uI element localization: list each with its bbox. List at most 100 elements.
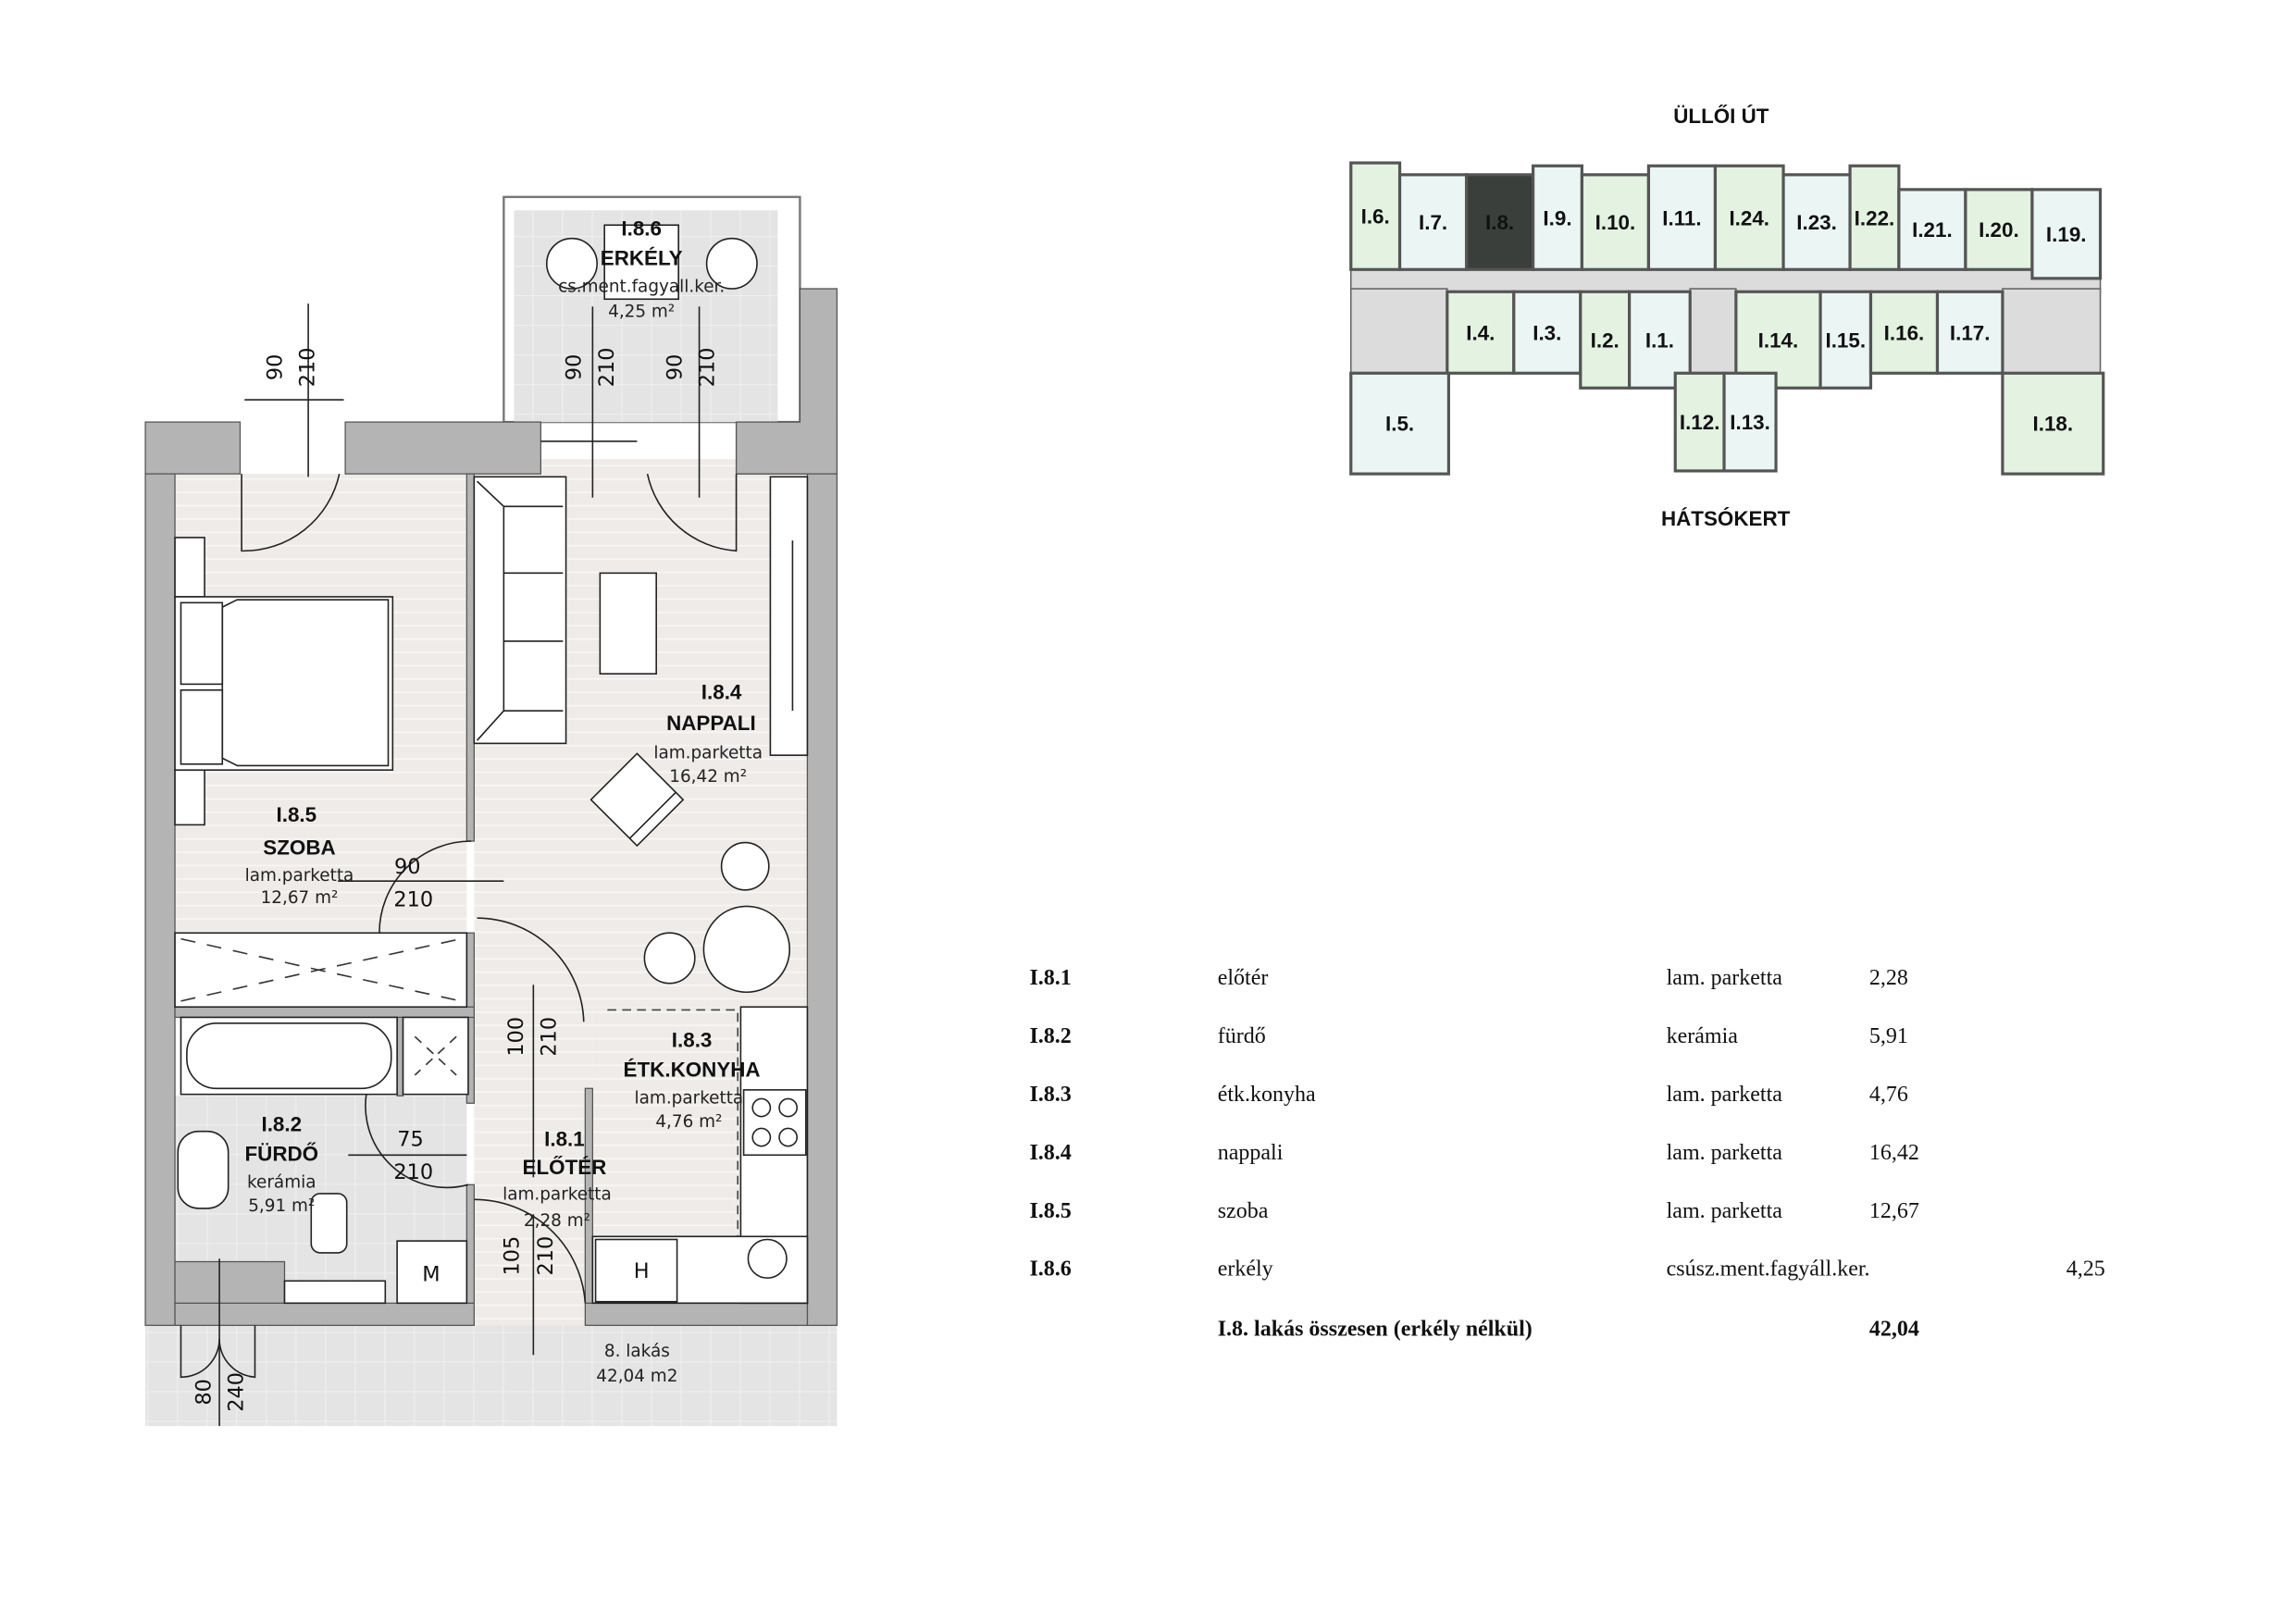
key-unit-label: I.2. xyxy=(1591,328,1620,352)
key-unit-box xyxy=(1446,290,1516,375)
svg-text:lam.parketta: lam.parketta xyxy=(635,1088,744,1108)
bath-shelf xyxy=(283,1280,387,1305)
door-swing-bedroom xyxy=(379,840,472,934)
key-unit-i-17: I.17. xyxy=(1935,290,2004,375)
key-unit-box xyxy=(1848,164,1901,271)
key-unit-box xyxy=(2030,188,2103,280)
dim-height: 210 xyxy=(393,887,433,911)
key-unit-box xyxy=(1781,173,1852,271)
cell-id: I.8.6 xyxy=(1029,1258,1071,1282)
wall-top-left xyxy=(144,421,242,475)
key-unit-box xyxy=(1349,371,1450,476)
key-unit-label: I.15. xyxy=(1825,328,1866,352)
cell-area: 16,42 xyxy=(1869,1141,1919,1165)
cell-name: előtér xyxy=(1218,966,1269,990)
svg-text:ERKÉLY: ERKÉLY xyxy=(601,246,683,269)
key-unit-box xyxy=(1897,188,1967,271)
svg-text:SZOBA: SZOBA xyxy=(263,836,335,859)
svg-text:FÜRDŐ: FÜRDŐ xyxy=(244,1143,318,1166)
chair xyxy=(720,841,770,891)
key-unit-label: I.9. xyxy=(1543,206,1571,229)
key-unit-label: I.22. xyxy=(1855,206,1895,229)
dim-width: 100 xyxy=(504,1017,528,1057)
room-label-kitchen: I.8.3 ÉTK.KONYHA lam.parketta 4,76 m² xyxy=(624,1028,761,1131)
key-unit-label: I.3. xyxy=(1533,321,1561,344)
dining-table xyxy=(702,905,791,994)
svg-text:I.8.2: I.8.2 xyxy=(261,1113,302,1136)
key-unit-label: I.19. xyxy=(2046,223,2087,246)
key-unit-box xyxy=(1531,164,1584,271)
key-unit-label: I.11. xyxy=(1662,206,1701,229)
cell-id: I.8.2 xyxy=(1029,1024,1071,1048)
key-unit-i-15: I.15. xyxy=(1818,290,1873,390)
key-unit-box xyxy=(1349,161,1402,271)
key-unit-i-7: I.7. xyxy=(1397,173,1469,271)
svg-text:16,42 m²: 16,42 m² xyxy=(669,767,747,787)
dim-height: 210 xyxy=(537,1017,561,1057)
key-unit-box xyxy=(1628,290,1692,390)
door-swing-living xyxy=(477,917,585,1022)
washing-machine-label: M xyxy=(422,1262,440,1286)
key-unit-i-4: I.4. xyxy=(1446,290,1516,375)
pillow xyxy=(180,601,224,686)
cell-name: nappali xyxy=(1218,1141,1284,1165)
key-unit-i-14: I.14. xyxy=(1734,290,1822,390)
key-unit-label: I.8. xyxy=(1485,211,1514,234)
street-bottom-label: HÁTSÓKERT xyxy=(1661,507,1791,530)
svg-text:ÉTK.KONYHA: ÉTK.KONYHA xyxy=(624,1058,761,1081)
svg-text:I.8.1: I.8.1 xyxy=(544,1128,585,1151)
wall-right xyxy=(806,473,838,1326)
key-unit-box xyxy=(1713,164,1785,271)
apartment-name: 8. lakás xyxy=(604,1342,670,1361)
nightstand xyxy=(174,537,205,598)
floor-kitchen xyxy=(592,1007,741,1237)
room-label-balcony: I.8.6 ERKÉLY cs.ment.fagyall.ker. 4,25 m… xyxy=(558,217,725,321)
duvet xyxy=(221,599,390,767)
bathtub-basin xyxy=(186,1022,392,1090)
toilet xyxy=(310,1193,348,1254)
key-unit-label: I.7. xyxy=(1419,211,1447,234)
key-unit-box xyxy=(1964,188,2034,271)
key-unit-label: I.14. xyxy=(1758,328,1799,352)
key-unit-i-9: I.9. xyxy=(1531,164,1584,271)
cell-area: 12,67 xyxy=(1869,1199,1919,1223)
key-unit-i-12: I.12. xyxy=(1673,371,1726,473)
coffee-table xyxy=(599,572,657,675)
dim-height: 210 xyxy=(534,1236,558,1276)
dim-height: 210 xyxy=(696,348,720,388)
cell-floor: kerámia xyxy=(1667,1024,1739,1048)
street-top-label: ÜLLŐI ÚT xyxy=(1673,105,1769,128)
balcony-table xyxy=(603,224,679,301)
key-unit-box xyxy=(1673,371,1726,473)
cell-area: 2,28 xyxy=(1869,966,1908,990)
room-label-hall: I.8.1 ELŐTÉR lam.parketta 2,28 m² xyxy=(503,1128,612,1231)
dim-width: 90 xyxy=(563,354,587,381)
key-unit-i-20: I.20. xyxy=(1964,188,2034,271)
key-unit-i-19: I.19. xyxy=(2030,188,2103,280)
key-unit-i-10: I.10. xyxy=(1580,173,1651,271)
wall-bottom-right xyxy=(584,1302,809,1326)
key-unit-i-24: I.24. xyxy=(1713,164,1785,271)
balcony-chair xyxy=(545,237,598,290)
hob xyxy=(742,1089,807,1157)
svg-text:lam.parketta: lam.parketta xyxy=(653,743,763,762)
key-unit-i-2: I.2. xyxy=(1579,290,1632,390)
wall-left xyxy=(144,473,176,1326)
wall-top-mid xyxy=(344,421,541,475)
key-unit-label: I.17. xyxy=(1950,321,1991,344)
floor-plan: M H I.8.6 ERKÉLY cs.ment.fagyall.ker. 4,… xyxy=(144,195,838,1427)
svg-text:I.8.3: I.8.3 xyxy=(672,1028,713,1051)
dim-width: 80 xyxy=(192,1379,216,1406)
svg-text:2,28 m²: 2,28 m² xyxy=(524,1211,590,1231)
key-unit-i-6: I.6. xyxy=(1349,161,1402,271)
dim-height: 210 xyxy=(595,348,619,388)
key-unit-box xyxy=(2001,371,2105,476)
svg-text:kerámia: kerámia xyxy=(247,1172,316,1192)
svg-text:4,25 m²: 4,25 m² xyxy=(608,302,675,321)
key-unit-box xyxy=(1818,290,1873,390)
key-unit-label: I.4. xyxy=(1466,321,1495,344)
balcony-chair xyxy=(705,237,758,290)
